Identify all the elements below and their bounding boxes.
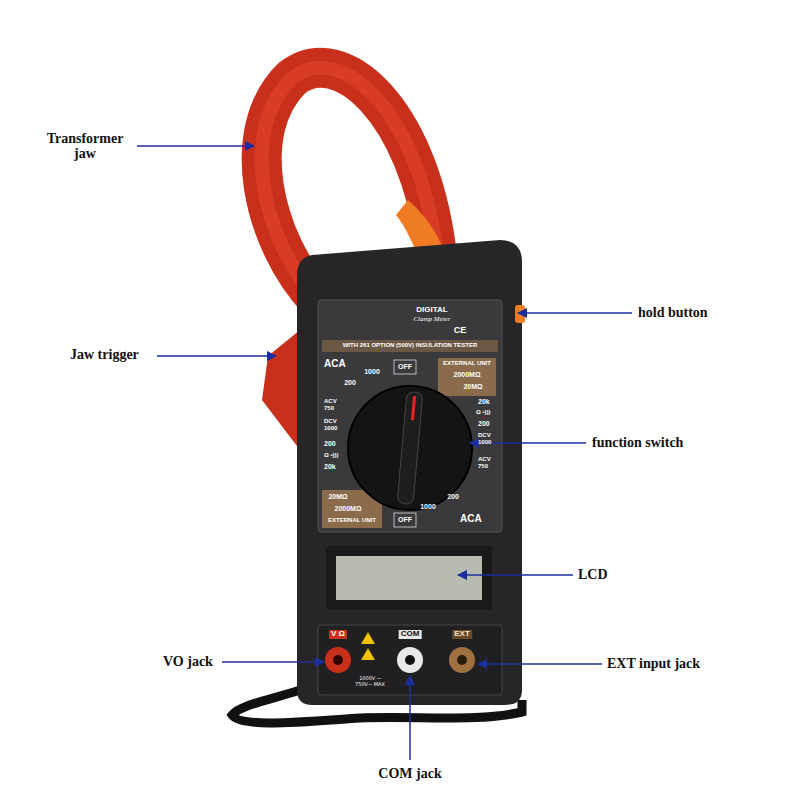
range-label: 200 xyxy=(478,420,490,428)
range-label: Ω •))) xyxy=(476,409,491,416)
callout-label: hold button xyxy=(638,305,708,320)
range-label: ACA xyxy=(324,358,346,369)
range-label: DCV 1000 xyxy=(324,418,342,431)
callout-label: Jaw trigger xyxy=(70,347,139,362)
range-label: EXTERNAL UNIT xyxy=(443,360,491,367)
switch-pointer xyxy=(412,396,414,420)
leader-arrow xyxy=(409,676,411,760)
range-label: 1000 xyxy=(364,368,380,376)
option-band xyxy=(322,340,498,352)
front-panel xyxy=(318,300,502,532)
option-text: WITH 261 OPTION (500V) INSULATION TESTER xyxy=(343,342,478,349)
brand-text: DIGITAL xyxy=(416,306,447,315)
lcd-bezel xyxy=(326,546,492,610)
jack-hole xyxy=(457,655,467,665)
leader-arrow xyxy=(222,661,324,663)
brand-text: Clamp Meter xyxy=(413,316,450,324)
jack-label: COM xyxy=(399,630,422,639)
jack-label: V Ω xyxy=(329,630,347,639)
callout-label: EXT input jack xyxy=(607,656,700,671)
leader-arrows xyxy=(137,146,632,760)
off-box xyxy=(394,360,416,374)
callout-label: Transformer jaw xyxy=(38,131,133,162)
jack-hole xyxy=(333,655,343,665)
hold-button xyxy=(515,305,525,323)
range-label: 20k xyxy=(478,398,490,406)
jack-hole xyxy=(405,655,415,665)
ext-jack xyxy=(449,647,475,673)
leader-arrow xyxy=(518,312,632,314)
range-label: EXTERNAL UNIT xyxy=(328,517,376,524)
mark-text: CE xyxy=(454,326,467,336)
range-label: 20k xyxy=(324,463,336,471)
leader-arrow xyxy=(458,574,573,576)
com-jack xyxy=(397,647,423,673)
warning-symbol xyxy=(361,632,375,644)
leader-arrow xyxy=(137,145,254,147)
range-label: 1000 xyxy=(420,503,436,511)
range-label: ACV 750 xyxy=(324,398,342,411)
external-unit-panel xyxy=(438,358,496,396)
range-label: 200 xyxy=(344,379,356,387)
function-switch xyxy=(348,386,472,510)
jaw-trigger xyxy=(262,330,300,450)
range-label: OFF xyxy=(398,516,412,524)
off-box xyxy=(394,513,416,527)
meter-body xyxy=(297,240,522,705)
range-label: 200 xyxy=(324,440,336,448)
jack-label: EXT xyxy=(452,630,472,639)
range-label: Ω •))) xyxy=(324,452,339,459)
range-label: OFF xyxy=(398,363,412,371)
range-label: 20MΩ xyxy=(328,493,347,501)
rating-text: 1000V ⎓ 750V~ MAX xyxy=(355,676,385,687)
range-label: ACA xyxy=(460,513,482,524)
callout-label: VO jack xyxy=(163,654,213,669)
warning-symbol xyxy=(361,648,375,660)
callout-label: COM jack xyxy=(378,766,441,781)
leader-arrow xyxy=(478,663,602,665)
switch-knob xyxy=(397,392,423,505)
range-label: 200 xyxy=(447,493,459,501)
leader-arrow xyxy=(157,355,276,357)
range-label: DCV 1000 xyxy=(478,432,496,445)
callout-label: function switch xyxy=(592,435,683,450)
vo-jack xyxy=(325,647,351,673)
range-label: 2000MΩ xyxy=(453,371,480,379)
range-label: 2000MΩ xyxy=(334,505,361,513)
callout-label: LCD xyxy=(578,567,608,582)
range-label: ACV 750 xyxy=(478,456,496,469)
lcd-screen xyxy=(336,556,482,600)
range-label: 20MΩ xyxy=(463,383,482,391)
